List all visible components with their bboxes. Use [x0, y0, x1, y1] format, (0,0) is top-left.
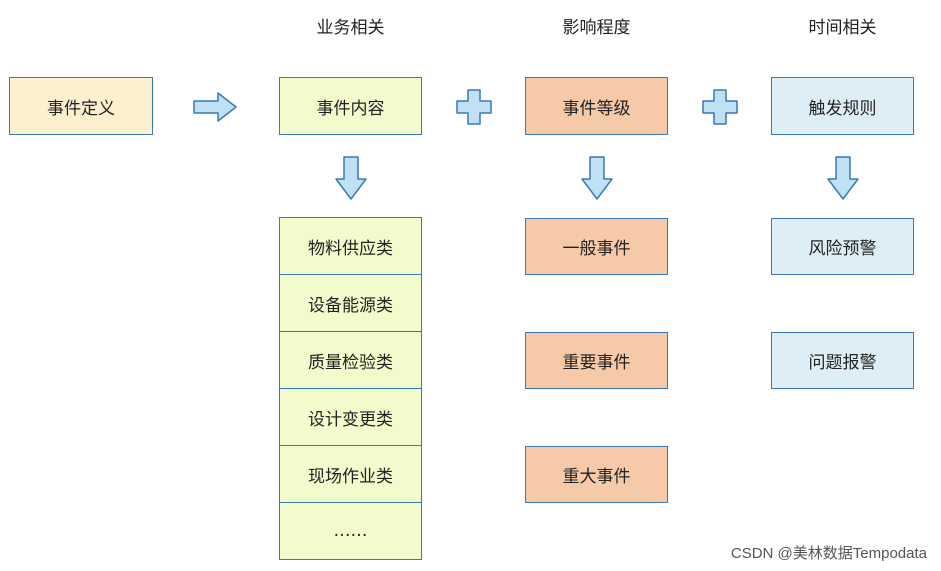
plus-icon: [702, 89, 738, 125]
definition-box: 事件定义: [9, 77, 153, 135]
business-item: 物料供应类: [280, 218, 421, 275]
impact-title-box: 事件等级: [525, 77, 668, 135]
plus-icon: [456, 89, 492, 125]
impact-level-box: 重要事件: [525, 332, 668, 389]
business-item-ellipsis: ……: [333, 520, 368, 541]
business-category-list: 物料供应类 设备能源类 质量检验类 设计变更类 现场作业类 ……: [279, 217, 422, 560]
time-rule-box: 问题报警: [771, 332, 914, 389]
business-item: 现场作业类: [280, 446, 421, 503]
time-title-box: 触发规则: [771, 77, 914, 135]
time-rule-box: 风险预警: [771, 218, 914, 275]
header-impact: 影响程度: [562, 18, 631, 38]
business-item: 设备能源类: [280, 275, 421, 332]
down-arrow-icon: [581, 156, 613, 200]
business-item: 设计变更类: [280, 389, 421, 446]
watermark: CSDN @美林数据Tempodata: [730, 545, 927, 562]
down-arrow-icon: [827, 156, 859, 200]
business-item: 质量检验类: [280, 332, 421, 389]
header-time: 时间相关: [808, 18, 877, 38]
impact-level-box: 一般事件: [525, 218, 668, 275]
down-arrow-icon: [335, 156, 367, 200]
header-business: 业务相关: [316, 18, 385, 38]
impact-level-box: 重大事件: [525, 446, 668, 503]
right-arrow-icon: [193, 92, 237, 122]
business-title-box: 事件内容: [279, 77, 422, 135]
